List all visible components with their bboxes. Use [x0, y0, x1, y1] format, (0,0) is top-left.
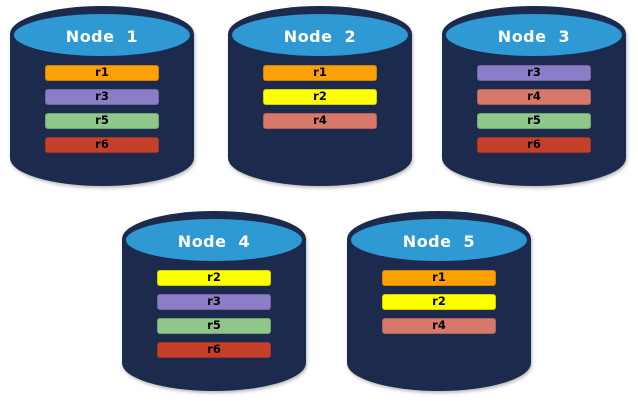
replica-list: r1 r3 r5 r6	[10, 65, 194, 153]
database-node-1: Node 1 r1 r3 r5 r6	[10, 6, 194, 186]
node-title: Node 1	[65, 26, 139, 46]
replica-bar-r4: r4	[263, 113, 377, 129]
replica-list: r3 r4 r5 r6	[442, 65, 626, 153]
replica-bar-r4: r4	[382, 318, 496, 334]
cylinder-top-ellipse: Node 4	[126, 219, 302, 261]
node-title: Node 3	[497, 26, 571, 46]
database-node-4: Node 4 r2 r3 r5 r6	[122, 211, 306, 391]
cylinder-top-ellipse: Node 2	[232, 14, 408, 56]
replica-bar-r1: r1	[45, 65, 159, 81]
replica-list: r1 r2 r4	[228, 65, 412, 129]
cylinder-top-ellipse: Node 1	[14, 14, 190, 56]
replica-list: r1 r2 r4	[347, 270, 531, 334]
replica-bar-r6: r6	[157, 342, 271, 358]
replica-bar-r6: r6	[45, 137, 159, 153]
replica-bar-r3: r3	[157, 294, 271, 310]
database-node-2: Node 2 r1 r2 r4	[228, 6, 412, 186]
replica-bar-r2: r2	[263, 89, 377, 105]
node-title: Node 2	[283, 26, 357, 46]
cylinder-top-ellipse: Node 3	[446, 14, 622, 56]
replica-bar-r4: r4	[477, 89, 591, 105]
replica-bar-r6: r6	[477, 137, 591, 153]
node-title: Node 5	[402, 231, 476, 251]
replica-bar-r5: r5	[157, 318, 271, 334]
replica-bar-r2: r2	[382, 294, 496, 310]
replica-bar-r5: r5	[45, 113, 159, 129]
replica-bar-r3: r3	[477, 65, 591, 81]
replica-bar-r3: r3	[45, 89, 159, 105]
replica-bar-r1: r1	[382, 270, 496, 286]
node-title: Node 4	[177, 231, 251, 251]
replica-bar-r5: r5	[477, 113, 591, 129]
replica-list: r2 r3 r5 r6	[122, 270, 306, 358]
replica-bar-r2: r2	[157, 270, 271, 286]
cylinder-top-ellipse: Node 5	[351, 219, 527, 261]
database-node-5: Node 5 r1 r2 r4	[347, 211, 531, 391]
database-node-3: Node 3 r3 r4 r5 r6	[442, 6, 626, 186]
replica-bar-r1: r1	[263, 65, 377, 81]
